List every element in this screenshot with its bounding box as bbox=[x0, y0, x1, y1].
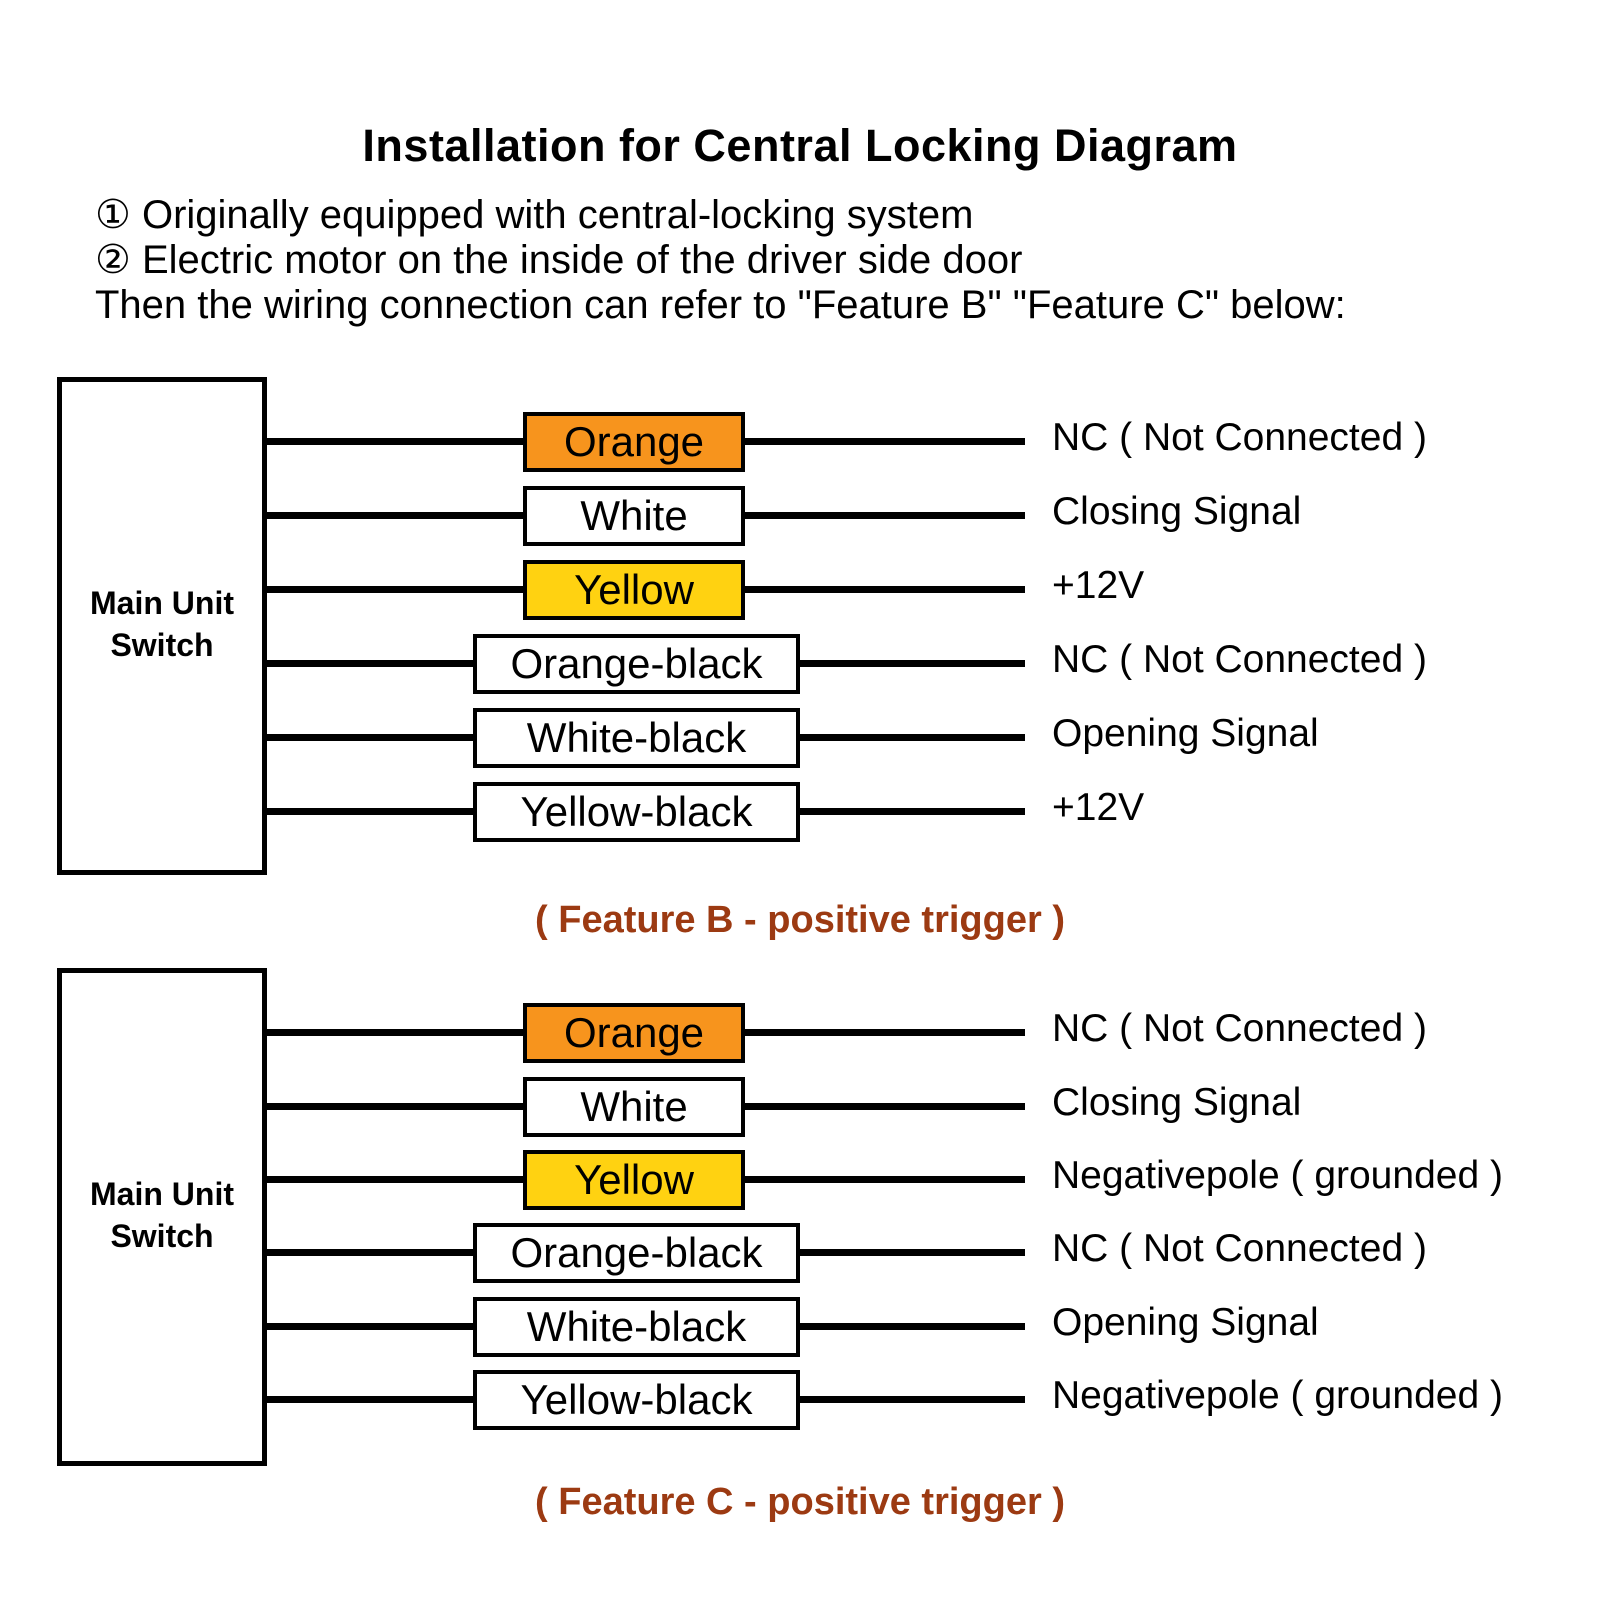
wire-color-label: Yellow-black bbox=[520, 788, 753, 835]
wire-line bbox=[267, 586, 523, 593]
wire-color-box-orange-black: Orange-black bbox=[473, 634, 800, 694]
signal-label: Opening Signal bbox=[1052, 712, 1319, 755]
wire-color-box-white: White bbox=[523, 1077, 745, 1137]
page-title: Installation for Central Locking Diagram bbox=[362, 120, 1238, 171]
signal-label: NC ( Not Connected ) bbox=[1052, 638, 1427, 681]
wire-color-label: Orange-black bbox=[510, 640, 763, 687]
wire-color-label: White-black bbox=[526, 1303, 747, 1350]
wire-color-label: Yellow bbox=[574, 1156, 694, 1203]
wire-line bbox=[800, 808, 1025, 815]
wire-color-box-yellow: Yellow bbox=[523, 560, 745, 620]
wire-line bbox=[800, 1249, 1025, 1256]
wire-color-label: Yellow bbox=[574, 566, 694, 613]
instruction-line-2: ② Electric motor on the inside of the dr… bbox=[95, 238, 1023, 282]
wire-color-box-orange-black: Orange-black bbox=[473, 1223, 800, 1283]
wire-color-label: White bbox=[580, 1083, 688, 1130]
wire-line bbox=[800, 734, 1025, 741]
main-unit-switch-label-line1: Main Unit bbox=[90, 585, 234, 621]
wire-color-label: Orange bbox=[563, 418, 705, 465]
signal-label: Closing Signal bbox=[1052, 490, 1302, 533]
wire-line bbox=[267, 1176, 523, 1183]
instruction-line-3: Then the wiring connection can refer to … bbox=[95, 283, 1346, 327]
wire-line bbox=[267, 808, 473, 815]
signal-label: Opening Signal bbox=[1052, 1301, 1319, 1344]
wire-line bbox=[745, 438, 1025, 445]
wire-line bbox=[267, 1103, 523, 1110]
instruction-line-1: ① Originally equipped with central-locki… bbox=[95, 193, 974, 237]
wire-color-label: White-black bbox=[526, 714, 747, 761]
wire-line bbox=[745, 1103, 1025, 1110]
signal-label: +12V bbox=[1052, 786, 1145, 829]
main-unit-switch-label-line1: Main Unit bbox=[90, 1176, 234, 1212]
signal-label: NC ( Not Connected ) bbox=[1052, 416, 1427, 459]
feature-b-caption: ( Feature B - positive trigger ) bbox=[535, 899, 1065, 941]
wire-line bbox=[800, 660, 1025, 667]
signal-label: Negativepole ( grounded ) bbox=[1052, 1154, 1503, 1197]
signal-label: Closing Signal bbox=[1052, 1081, 1302, 1124]
signal-label: Negativepole ( grounded ) bbox=[1052, 1374, 1503, 1417]
wire-line bbox=[267, 1249, 473, 1256]
wire-line bbox=[267, 1396, 473, 1403]
main-unit-switch-label: Main Unit Switch bbox=[57, 1173, 267, 1257]
wire-color-label: White bbox=[580, 492, 688, 539]
wire-color-box-yellow: Yellow bbox=[523, 1150, 745, 1210]
wire-color-label: Orange-black bbox=[510, 1229, 763, 1276]
wire-color-label: Yellow-black bbox=[520, 1376, 753, 1423]
wire-line bbox=[267, 1323, 473, 1330]
wire-line bbox=[745, 586, 1025, 593]
wire-line bbox=[745, 512, 1025, 519]
wire-line bbox=[267, 1029, 523, 1036]
wire-line bbox=[267, 438, 523, 445]
wire-color-box-yellow-black: Yellow-black bbox=[473, 1370, 800, 1430]
wire-line bbox=[267, 660, 473, 667]
main-unit-switch-box bbox=[57, 377, 267, 875]
signal-label: NC ( Not Connected ) bbox=[1052, 1007, 1427, 1050]
signal-label: NC ( Not Connected ) bbox=[1052, 1227, 1427, 1270]
wire-line bbox=[800, 1323, 1025, 1330]
wire-line bbox=[745, 1029, 1025, 1036]
signal-label: +12V bbox=[1052, 564, 1145, 607]
main-unit-switch-label-line2: Switch bbox=[110, 627, 214, 663]
wire-color-label: Orange bbox=[563, 1009, 705, 1056]
wire-color-box-white-black: White-black bbox=[473, 708, 800, 768]
feature-c-caption: ( Feature C - positive trigger ) bbox=[535, 1481, 1065, 1523]
wire-color-box-orange: Orange bbox=[523, 1003, 745, 1063]
wire-line bbox=[800, 1396, 1025, 1403]
wire-color-box-orange: Orange bbox=[523, 412, 745, 472]
main-unit-switch-label: Main Unit Switch bbox=[57, 582, 267, 666]
wire-line bbox=[745, 1176, 1025, 1183]
wire-color-box-yellow-black: Yellow-black bbox=[473, 782, 800, 842]
wire-line bbox=[267, 512, 523, 519]
wire-color-box-white: White bbox=[523, 486, 745, 546]
wire-line bbox=[267, 734, 473, 741]
wire-color-box-white-black: White-black bbox=[473, 1297, 800, 1357]
main-unit-switch-box bbox=[57, 968, 267, 1466]
main-unit-switch-label-line2: Switch bbox=[110, 1218, 214, 1254]
